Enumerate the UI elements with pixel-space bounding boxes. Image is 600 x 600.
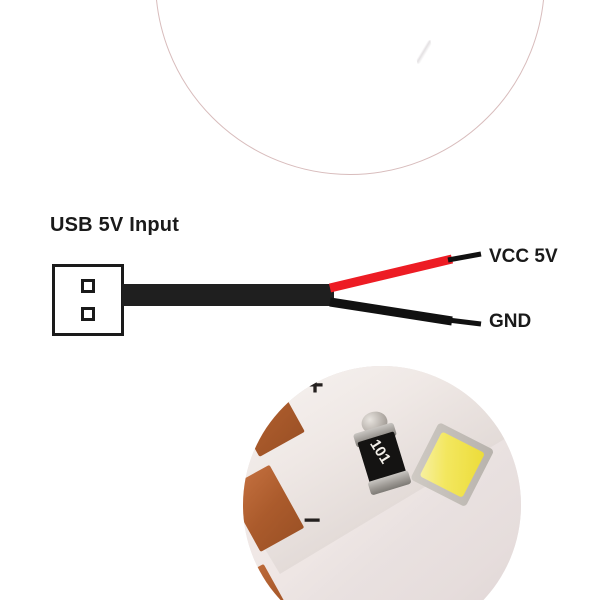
gnd-wire-label: GND [489, 311, 532, 332]
vcc-wire-tip [447, 251, 482, 263]
usb-connector-icon [52, 264, 124, 336]
usb-cable-sheath [122, 284, 334, 306]
vcc-wire-label: VCC 5V [489, 246, 558, 267]
smd-resistor: 101 [352, 422, 412, 496]
polarity-plus-marking: + [306, 369, 324, 403]
gnd-wire [329, 297, 453, 326]
copper-solder-pad [243, 366, 305, 457]
vcc-wire [328, 254, 454, 293]
gnd-wire-tip [447, 317, 482, 327]
usb-pin-top [81, 279, 95, 293]
usb-input-label: USB 5V Input [50, 214, 180, 236]
polarity-minus-marking: − [303, 503, 321, 537]
usb-pin-bottom [81, 307, 95, 321]
led-strip-photo-top-partial [155, 0, 545, 175]
led-strip-closeup-photo: + − 101 [243, 366, 521, 600]
